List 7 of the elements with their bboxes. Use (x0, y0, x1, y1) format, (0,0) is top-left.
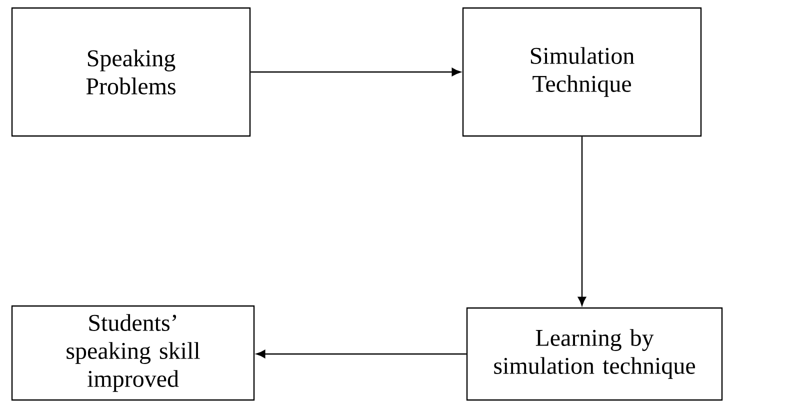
arrow (250, 68, 461, 76)
process-box: Learning by simulation technique (466, 307, 723, 401)
arrow (578, 136, 586, 306)
process-box: Simulation Technique (462, 7, 702, 137)
process-box: Speaking Problems (11, 7, 251, 137)
process-box: Students’ speaking skill improved (11, 305, 255, 401)
arrow (256, 350, 466, 358)
